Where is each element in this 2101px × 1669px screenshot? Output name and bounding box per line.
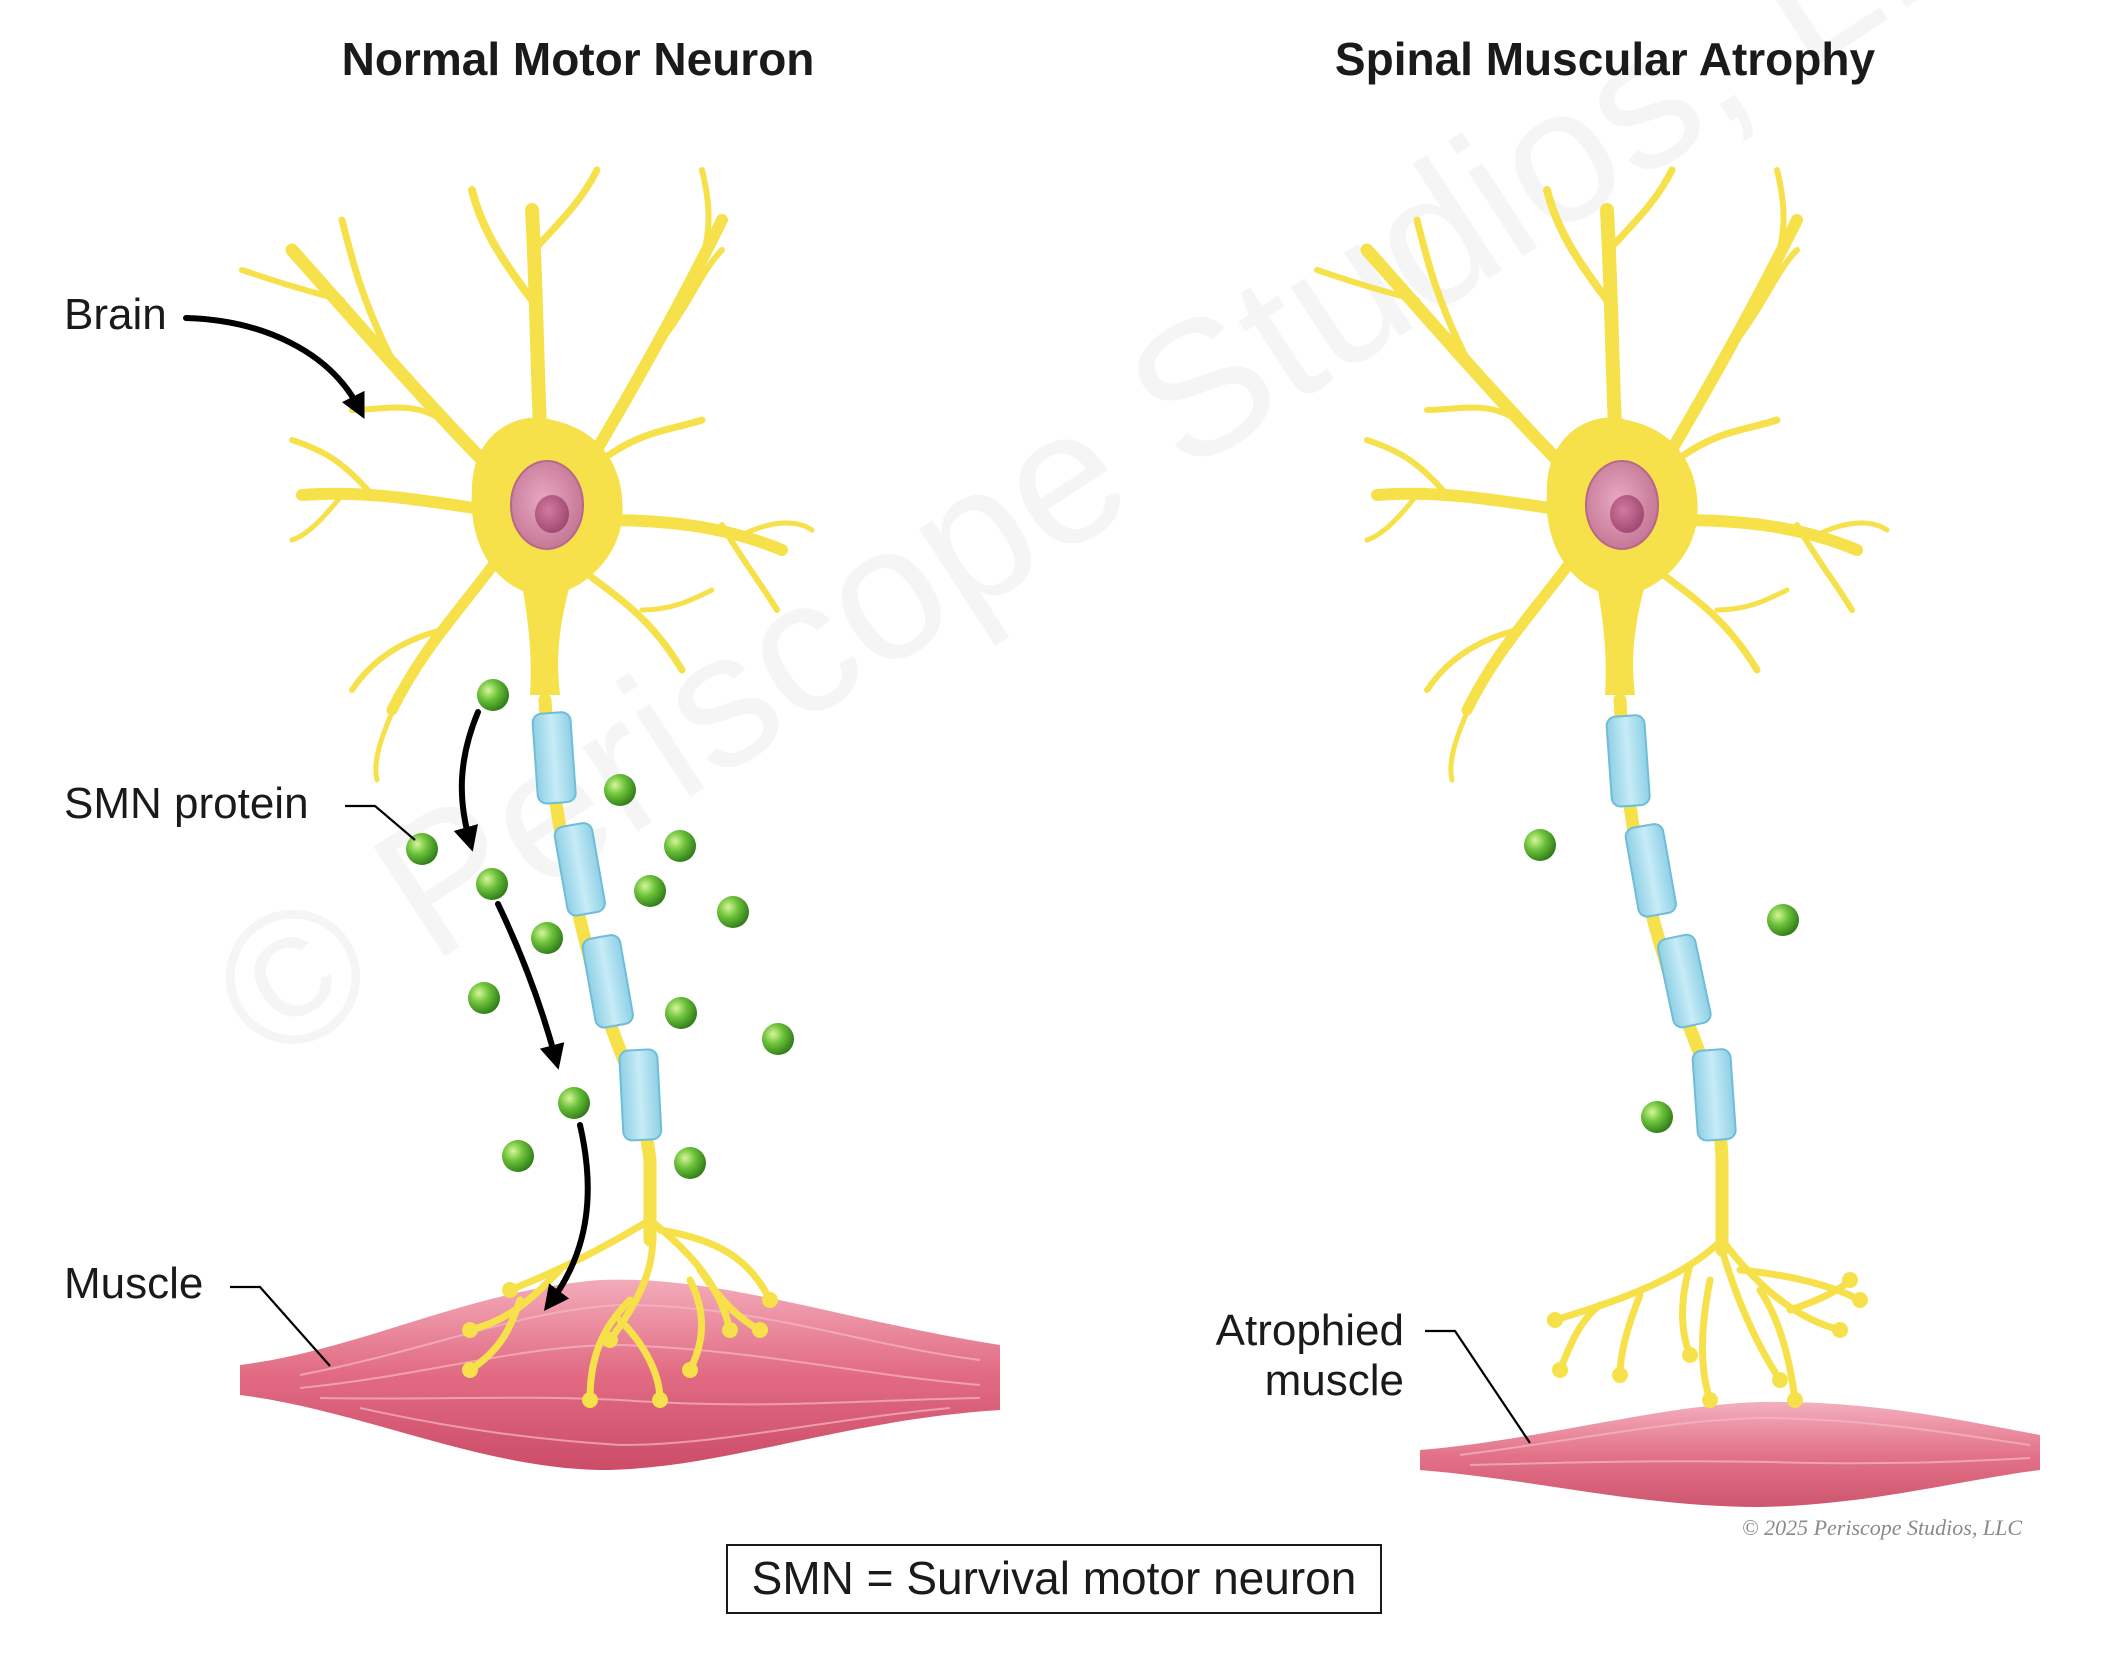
legend-box: SMN = Survival motor neuron (726, 1544, 1382, 1614)
label-atrophied-line2: muscle (1265, 1356, 1404, 1405)
smn-protein-dot (604, 774, 636, 806)
atrophied-leader-line (1425, 1329, 1531, 1444)
smn-protein-dot (664, 830, 696, 862)
smn-protein-dot (674, 1147, 706, 1179)
smn-protein-dot (1524, 829, 1556, 861)
label-atrophied-line1: Atrophied (1216, 1306, 1404, 1355)
smn-protein-dot (665, 997, 697, 1029)
smn-protein-dot (558, 1087, 590, 1119)
smn-protein-dot (717, 896, 749, 928)
sma-panel: Spinal Muscular Atrophy (1216, 33, 2040, 1540)
normal-panel: Normal Motor Neuron (64, 33, 1000, 1470)
smn-protein-dot (477, 679, 509, 711)
smn-protein-dot (1767, 904, 1799, 936)
title-sma: Spinal Muscular Atrophy (1335, 33, 1876, 85)
transport-arrows (453, 709, 591, 1312)
brain-arrow (183, 315, 365, 420)
smn-protein-dot (531, 922, 563, 954)
normal-axon (462, 693, 778, 1408)
label-smn-protein: SMN protein (64, 779, 309, 828)
title-normal: Normal Motor Neuron (342, 33, 815, 85)
smn-protein-dot (634, 875, 666, 907)
smn-protein-dot (1641, 1101, 1673, 1133)
transport-arrow (495, 901, 565, 1070)
smn-protein-dot (476, 868, 508, 900)
smn-protein-dot (468, 982, 500, 1014)
atrophied-muscle (1420, 1401, 2040, 1507)
legend-text: SMN = Survival motor neuron (752, 1552, 1357, 1604)
smn-leader-line (345, 804, 416, 841)
transport-arrow (453, 709, 481, 852)
transport-arrow (543, 1122, 591, 1312)
label-muscle: Muscle (64, 1259, 203, 1308)
normal-muscle (240, 1279, 1000, 1470)
sma-smn-proteins (1524, 829, 1799, 1133)
smn-protein-dot (502, 1140, 534, 1172)
smn-protein-dot (406, 833, 438, 865)
copyright-credit: © 2025 Periscope Studios, LLC (1742, 1515, 2022, 1540)
normal-smn-proteins (406, 679, 794, 1179)
muscle-leader-line (230, 1285, 331, 1367)
smn-protein-dot (762, 1023, 794, 1055)
sma-axon (1547, 693, 1868, 1408)
label-brain: Brain (64, 290, 167, 339)
